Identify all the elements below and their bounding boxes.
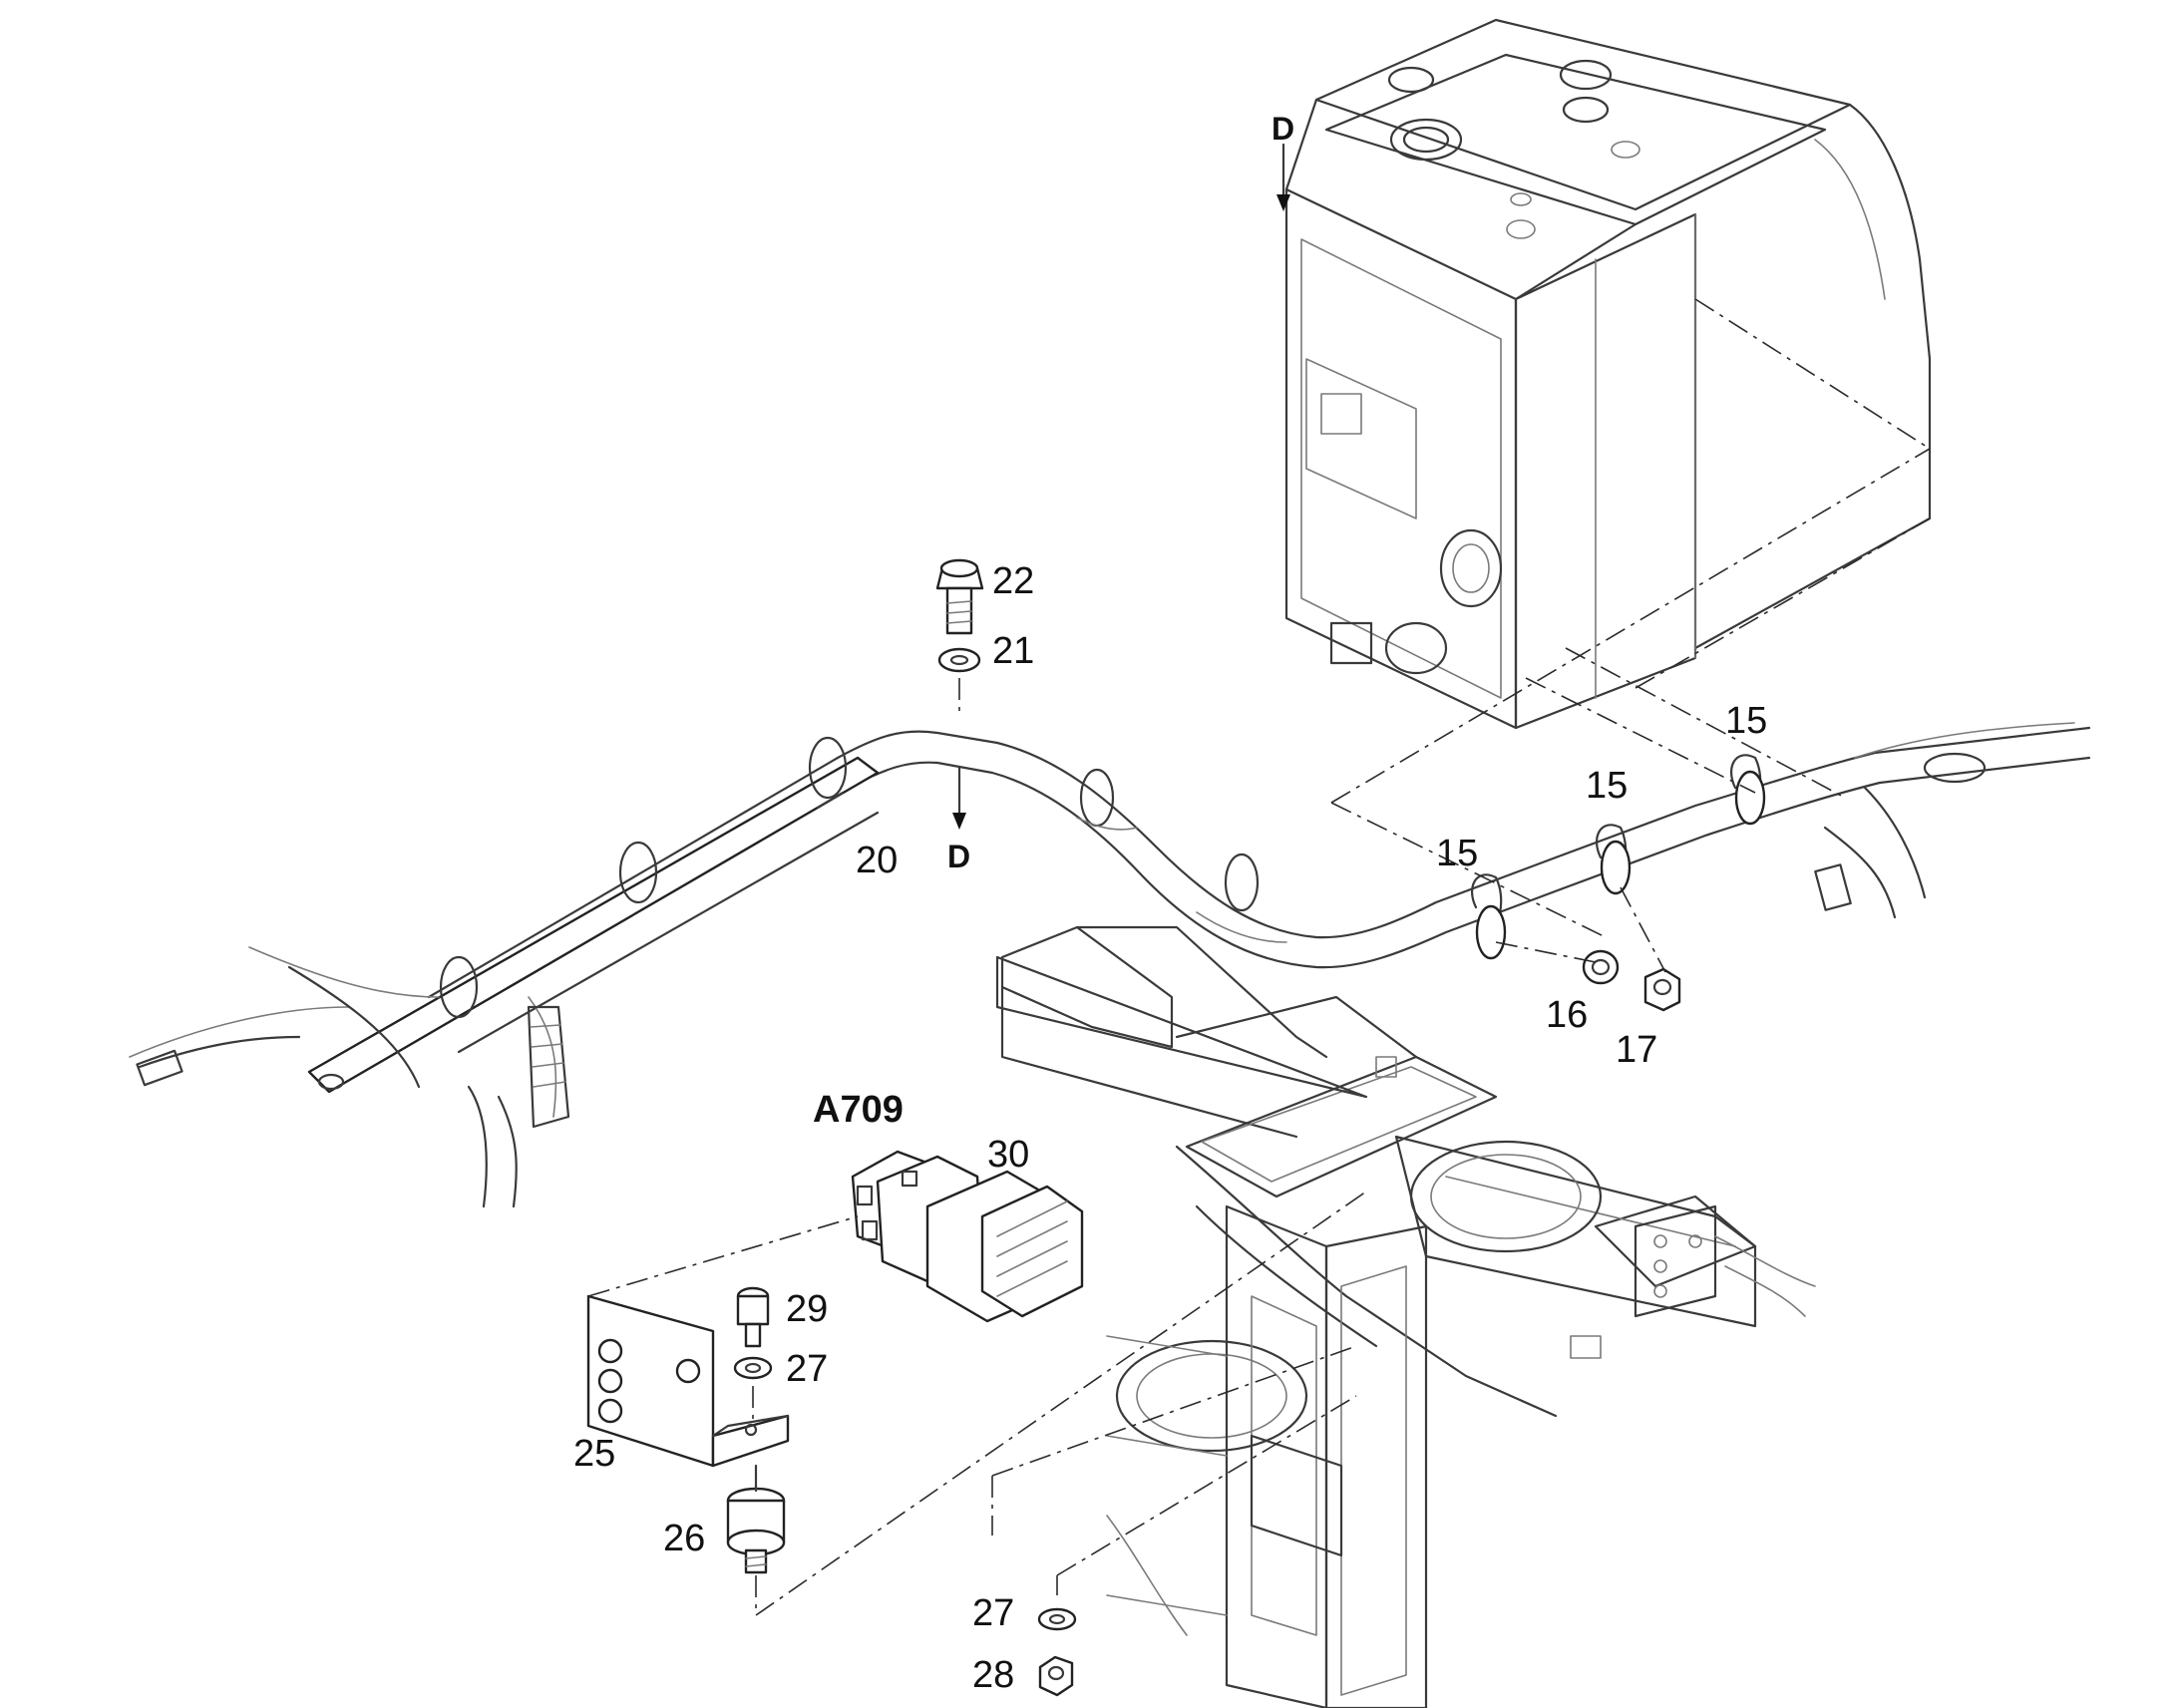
callout-15-middle: 15 xyxy=(1586,765,1628,807)
nut-28 xyxy=(1038,1655,1074,1697)
washer-16 xyxy=(1582,949,1620,985)
view-arrow-d-bottom xyxy=(952,766,966,830)
assembly-label-a709: A709 xyxy=(813,1089,904,1131)
view-arrow-d-top xyxy=(1276,143,1290,211)
callout-30: 30 xyxy=(987,1134,1029,1176)
controller-module-a709 xyxy=(851,1150,1084,1323)
assembly-centerlines xyxy=(587,298,1931,1616)
callout-25: 25 xyxy=(573,1433,615,1475)
p-clamp xyxy=(1730,754,1766,826)
view-label-d-top: D xyxy=(1272,111,1294,147)
rubber-mount-26 xyxy=(726,1464,786,1574)
callout-22: 22 xyxy=(992,560,1034,602)
chassis-frame xyxy=(995,925,1816,1708)
corrugated-sleeve xyxy=(527,1005,570,1129)
p-clamp xyxy=(1471,873,1507,960)
mounting-strap xyxy=(307,756,880,1094)
callout-29: 29 xyxy=(786,1288,828,1330)
p-clamp xyxy=(1596,824,1632,895)
callout-16: 16 xyxy=(1546,994,1588,1036)
cap-screw-29 xyxy=(736,1286,770,1348)
washer-27-lower xyxy=(1037,1607,1077,1631)
bolt-22 xyxy=(935,558,984,635)
nut-17 xyxy=(1643,967,1681,1012)
callout-15-right: 15 xyxy=(1725,700,1767,742)
callout-20: 20 xyxy=(856,840,898,881)
mounting-bracket-25 xyxy=(586,1294,790,1468)
tube-assembly xyxy=(129,722,2091,1208)
callout-26: 26 xyxy=(663,1518,705,1559)
callout-27-lower: 27 xyxy=(972,1592,1014,1634)
callout-17: 17 xyxy=(1616,1029,1657,1071)
engine-housing xyxy=(1284,18,1932,730)
callout-28: 28 xyxy=(972,1654,1014,1696)
callout-21: 21 xyxy=(992,630,1034,672)
view-label-d-bottom: D xyxy=(947,839,970,874)
washer-27-upper xyxy=(733,1356,773,1380)
callout-27-upper: 27 xyxy=(786,1348,828,1390)
callout-15-left: 15 xyxy=(1436,833,1478,874)
washer-21 xyxy=(937,647,981,673)
